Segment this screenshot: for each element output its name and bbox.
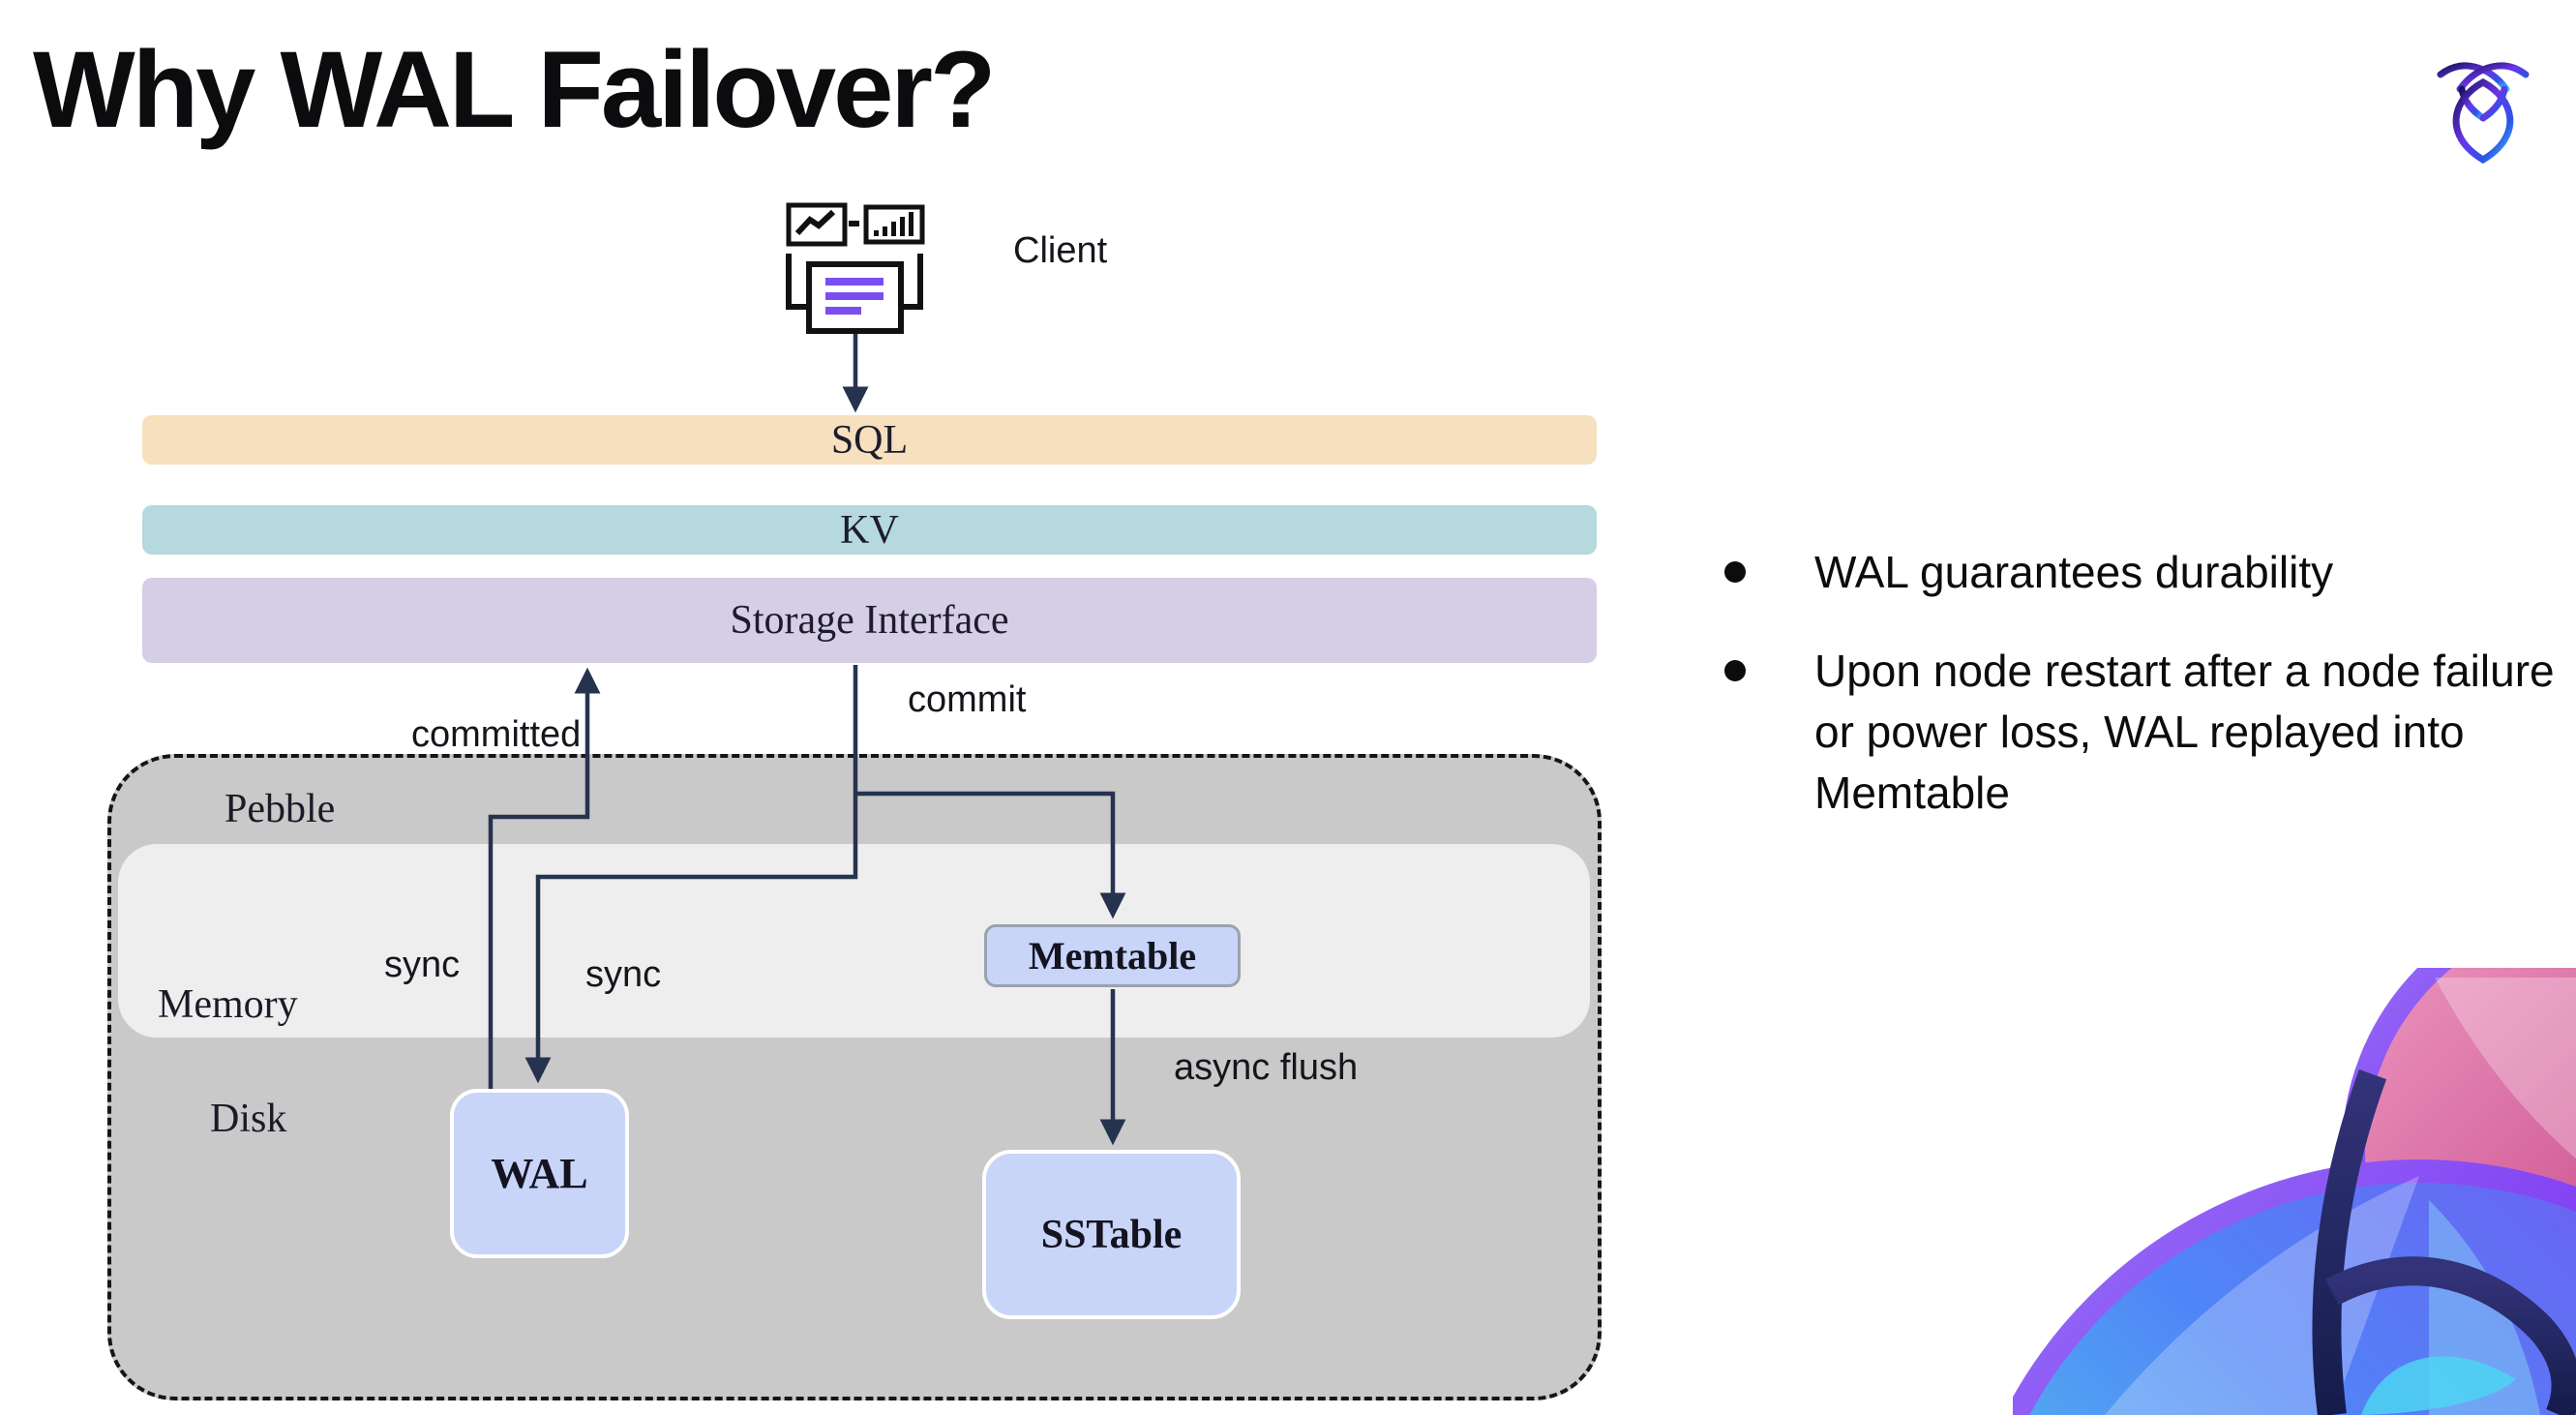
memtable-node: Memtable xyxy=(984,924,1241,987)
bullet-dot xyxy=(1724,561,1746,583)
layer-storage-label: Storage Interface xyxy=(730,598,1009,643)
layer-sql-label: SQL xyxy=(830,417,909,463)
cockroachdb-logo-icon xyxy=(2437,62,2530,165)
sstable-node-label: SSTable xyxy=(1040,1212,1183,1257)
pebble-label: Pebble xyxy=(225,787,336,831)
bullet-dot xyxy=(1724,660,1746,681)
disk-label: Disk xyxy=(210,1097,287,1141)
wal-node: WAL xyxy=(450,1089,629,1258)
sync-right-edge-label: sync xyxy=(585,954,662,995)
bullet-text: Upon node restart after a node failure o… xyxy=(1814,646,2555,818)
bullet-text: WAL guarantees durability xyxy=(1814,547,2334,597)
layer-kv-label: KV xyxy=(840,507,899,553)
layer-storage-interface: Storage Interface xyxy=(142,578,1597,663)
memory-band xyxy=(118,844,1590,1038)
bullet-item: WAL guarantees durability xyxy=(1724,542,2557,603)
decorative-corner-graphic xyxy=(2013,968,2576,1415)
committed-edge-label: committed xyxy=(411,714,582,755)
sstable-node: SSTable xyxy=(982,1150,1241,1319)
layer-sql: SQL xyxy=(142,415,1597,465)
async-flush-edge-label: async flush xyxy=(1174,1047,1359,1088)
memory-label: Memory xyxy=(158,982,298,1027)
memtable-node-label: Memtable xyxy=(1028,934,1197,978)
slide-title: Why WAL Failover? xyxy=(33,29,996,150)
client-icon xyxy=(786,202,925,334)
layer-kv: KV xyxy=(142,505,1597,555)
bullet-item: Upon node restart after a node failure o… xyxy=(1724,641,2557,824)
commit-edge-label: commit xyxy=(908,679,1027,720)
wal-node-label: WAL xyxy=(491,1150,588,1197)
sync-left-edge-label: sync xyxy=(384,945,461,985)
client-label: Client xyxy=(1013,230,1108,271)
